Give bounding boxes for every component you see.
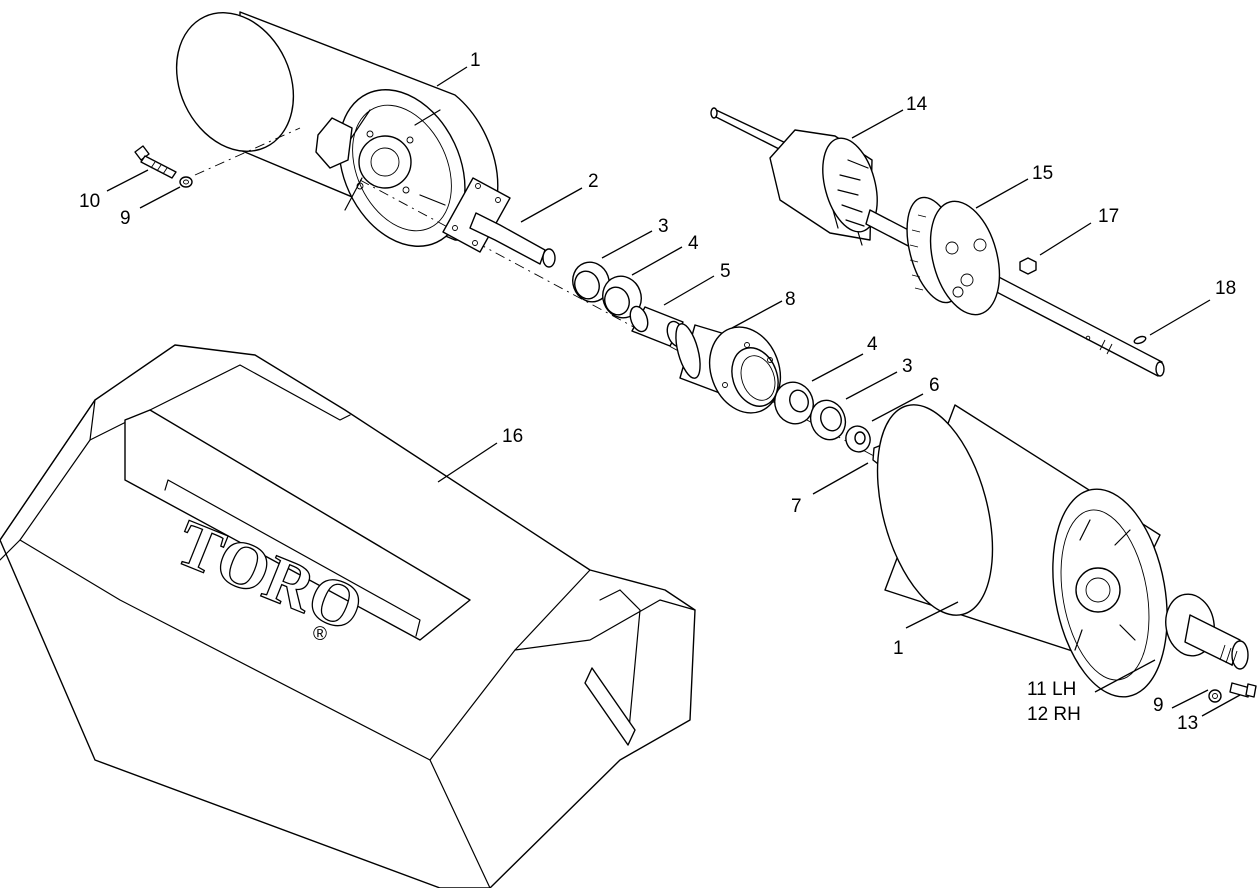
callout-15: 15 xyxy=(1032,163,1053,184)
washer-part-6 xyxy=(845,425,871,453)
housing-part-8 xyxy=(675,323,782,414)
leader-10 xyxy=(106,169,149,192)
leader-15 xyxy=(975,178,1029,209)
bolt-part-13 xyxy=(1229,682,1257,698)
gear-part-15 xyxy=(906,196,1001,316)
callout-8: 8 xyxy=(785,289,796,310)
leader-3-upper xyxy=(601,230,653,259)
leader-6 xyxy=(871,393,924,422)
bearing-part-4-lower xyxy=(774,381,814,425)
callout-6: 6 xyxy=(929,375,940,396)
leader-7 xyxy=(812,462,869,495)
flange-part-11-12 xyxy=(1165,593,1249,670)
callout-13: 13 xyxy=(1177,713,1198,734)
callout-14: 14 xyxy=(906,94,928,115)
registered-mark: ® xyxy=(313,624,327,645)
bearing-part-4-upper xyxy=(602,275,642,319)
callout-17: 17 xyxy=(1098,206,1119,227)
bearing-part-3-upper xyxy=(572,261,610,303)
centerline-upper xyxy=(194,127,301,176)
leader-16 xyxy=(437,442,498,483)
leader-5 xyxy=(663,275,715,306)
callout-3-upper: 3 xyxy=(658,216,669,237)
leader-2 xyxy=(520,187,583,223)
callout-9-lower: 9 xyxy=(1153,695,1164,716)
callout-2: 2 xyxy=(588,171,599,192)
centerline-axis xyxy=(359,179,901,471)
callout-9-upper: 9 xyxy=(120,208,131,229)
callout-11-lh: 11 LH xyxy=(1027,679,1076,700)
nut-part-17 xyxy=(1019,257,1037,275)
callout-3-lower: 3 xyxy=(902,356,913,377)
leader-9-lower xyxy=(1171,689,1209,709)
leader-18 xyxy=(1149,299,1211,336)
callout-16: 16 xyxy=(502,426,523,447)
washer-part-9-upper xyxy=(179,176,193,188)
pin-part-18 xyxy=(1133,335,1147,345)
bolt-part-10 xyxy=(134,145,177,179)
callout-4-upper: 4 xyxy=(688,233,699,254)
callout-7: 7 xyxy=(791,496,802,517)
leader-17 xyxy=(1039,222,1092,256)
shaft-assembly-part-14 xyxy=(710,107,878,246)
callout-4-lower: 4 xyxy=(867,334,878,355)
leader-1-upper xyxy=(436,66,468,87)
callout-18: 18 xyxy=(1215,278,1236,299)
leader-3-lower xyxy=(845,371,898,400)
leader-4-upper xyxy=(631,246,683,276)
roller-lower-right xyxy=(876,404,1168,698)
callout-12-rh: 12 RH xyxy=(1027,704,1081,725)
leader-11-12 xyxy=(1094,659,1156,693)
callout-10: 10 xyxy=(79,191,100,212)
grass-basket-part-16: TORO ® xyxy=(0,344,696,888)
washer-part-9-lower xyxy=(1208,689,1222,703)
leader-13 xyxy=(1201,694,1241,717)
leader-14 xyxy=(851,109,904,139)
callout-1-lower: 1 xyxy=(893,638,904,659)
leader-9-upper xyxy=(139,186,181,209)
callout-5: 5 xyxy=(720,261,731,282)
leader-8 xyxy=(731,300,783,329)
bearing-part-3-lower xyxy=(809,399,847,441)
roller-upper-left xyxy=(175,11,499,247)
leader-4-lower xyxy=(811,353,864,382)
flange-shaft-part-2 xyxy=(442,177,556,268)
leader-1-lower xyxy=(905,601,959,629)
callout-1-upper: 1 xyxy=(470,50,481,71)
